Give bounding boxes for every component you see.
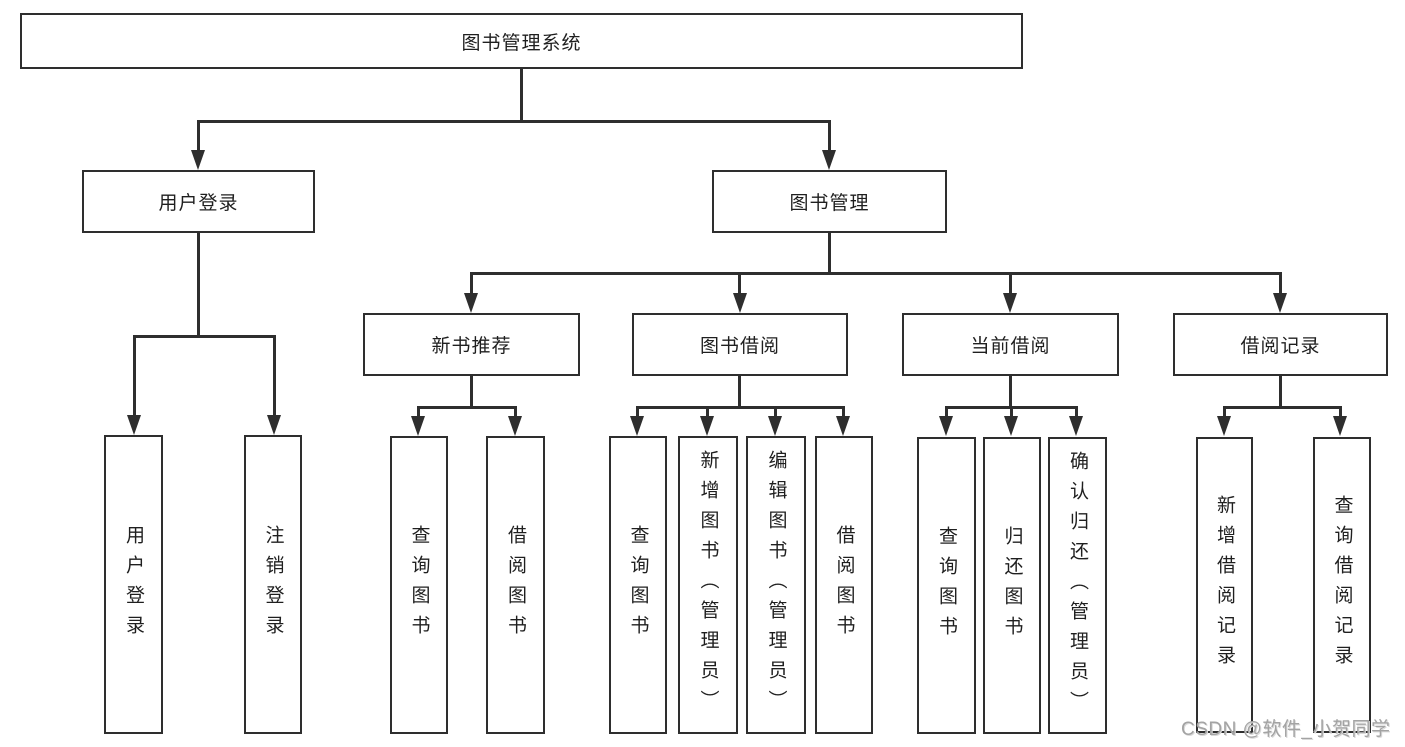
connector-secA-drop-2	[514, 406, 517, 419]
connector-root-left-drop	[197, 120, 200, 153]
connector-bookmgmt-stem	[828, 233, 831, 274]
node-current-borrow-label: 当前借阅	[970, 336, 1051, 357]
connector-secB-drop-2	[706, 406, 709, 419]
arrow-secA-1	[411, 416, 425, 436]
leaf-recommend-borrow-books-label: 借阅图书	[505, 525, 526, 645]
connector-secB-drop-3	[774, 406, 777, 419]
node-book-management: 图书管理	[712, 170, 947, 233]
leaf-borrow-books-label: 借阅图书	[833, 525, 855, 645]
leaf-query-borrow-record: 查询借阅记录	[1313, 437, 1371, 733]
leaf-add-books-admin-label: 新增图书（管理员）	[697, 450, 719, 720]
arrow-secC-1	[939, 416, 953, 436]
arrow-secB-4	[836, 416, 850, 436]
connector-secC-drop-2	[1010, 406, 1013, 419]
arrow-to-book-management	[822, 150, 836, 170]
connector-secC-stem	[1009, 376, 1012, 409]
connector-userlogin-drop-2	[273, 335, 276, 417]
arrow-to-book-borrow	[733, 293, 747, 313]
connector-root-hbar	[197, 120, 831, 123]
arrow-secA-2	[508, 416, 522, 436]
connector-bookmgmt-hbar	[470, 272, 1281, 275]
node-new-book-recommend-label: 新书推荐	[431, 336, 512, 357]
arrow-to-borrow-records	[1273, 293, 1287, 313]
arrow-secB-3	[768, 416, 782, 436]
leaf-add-books-admin: 新增图书（管理员）	[678, 436, 738, 734]
node-book-borrow: 图书借阅	[632, 313, 848, 376]
connector-secB-drop-4	[842, 406, 845, 419]
connector-userlogin-drop-1	[133, 335, 136, 417]
connector-root-stem	[520, 69, 523, 122]
node-user-login-label: 用户登录	[158, 193, 239, 214]
leaf-edit-books-admin-label: 编辑图书（管理员）	[765, 450, 787, 720]
leaf-recommend-query-books: 查询图书	[390, 436, 448, 734]
leaf-add-borrow-record-label: 新增借阅记录	[1214, 495, 1235, 675]
arrow-secC-2	[1004, 416, 1018, 436]
connector-secD-stem	[1279, 376, 1282, 409]
connector-bookmgmt-drop-4	[1279, 272, 1282, 296]
leaf-borrow-books: 借阅图书	[815, 436, 873, 734]
connector-secB-drop-1	[636, 406, 639, 419]
leaf-confirm-return-admin-label: 确认归还（管理员）	[1067, 450, 1088, 721]
node-current-borrow: 当前借阅	[902, 313, 1119, 376]
node-borrow-records: 借阅记录	[1173, 313, 1388, 376]
connector-root-right-drop	[828, 120, 831, 153]
connector-bookmgmt-drop-2	[738, 272, 741, 296]
connector-secB-hbar	[636, 406, 845, 409]
leaf-borrow-query-books-label: 查询图书	[627, 525, 649, 645]
arrow-to-user-login	[191, 150, 205, 170]
leaf-return-books-label: 归还图书	[1001, 525, 1023, 646]
connector-secA-stem	[470, 376, 473, 409]
arrow-to-new-book-recommend	[464, 293, 478, 313]
leaf-recommend-query-books-label: 查询图书	[408, 525, 430, 645]
leaf-query-borrow-record-label: 查询借阅记录	[1331, 495, 1353, 675]
node-user-login: 用户登录	[82, 170, 315, 233]
arrow-to-current-borrow	[1003, 293, 1017, 313]
connector-bookmgmt-drop-1	[470, 272, 473, 296]
node-book-borrow-label: 图书借阅	[699, 336, 780, 357]
arrow-to-leaf-logout	[267, 415, 281, 435]
leaf-user-login-label: 用户登录	[123, 524, 144, 645]
leaf-add-borrow-record: 新增借阅记录	[1196, 437, 1253, 733]
arrow-secD-2	[1333, 416, 1347, 436]
connector-secA-hbar	[417, 406, 517, 409]
leaf-logout-label: 注销登录	[262, 524, 284, 645]
arrow-secB-2	[700, 416, 714, 436]
leaf-logout: 注销登录	[244, 435, 302, 734]
arrow-to-leaf-user-login	[127, 415, 141, 435]
leaf-current-query-books: 查询图书	[917, 437, 976, 734]
connector-secC-drop-3	[1075, 406, 1078, 419]
connector-secD-drop-1	[1223, 406, 1226, 419]
node-borrow-records-label: 借阅记录	[1240, 336, 1321, 357]
connector-secD-drop-2	[1339, 406, 1342, 419]
leaf-return-books: 归还图书	[983, 437, 1041, 734]
leaf-current-query-books-label: 查询图书	[936, 525, 957, 646]
leaf-borrow-query-books: 查询图书	[609, 436, 667, 734]
node-book-management-label: 图书管理	[789, 193, 870, 214]
leaf-recommend-borrow-books: 借阅图书	[486, 436, 545, 734]
node-new-book-recommend: 新书推荐	[363, 313, 580, 376]
connector-userlogin-hbar	[133, 335, 276, 338]
connector-bookmgmt-drop-3	[1009, 272, 1012, 296]
arrow-secD-1	[1217, 416, 1231, 436]
leaf-user-login: 用户登录	[104, 435, 163, 734]
leaf-edit-books-admin: 编辑图书（管理员）	[746, 436, 806, 734]
connector-secC-drop-1	[945, 406, 948, 419]
node-root: 图书管理系统	[20, 13, 1023, 69]
connector-userlogin-stem	[197, 233, 200, 338]
node-root-label: 图书管理系统	[461, 32, 582, 54]
leaf-confirm-return-admin: 确认归还（管理员）	[1048, 437, 1107, 734]
arrow-secC-3	[1069, 416, 1083, 436]
csdn-watermark: CSDN @软件_小贺同学	[1181, 719, 1391, 740]
connector-secD-hbar	[1223, 406, 1342, 409]
connector-secA-drop-1	[417, 406, 420, 419]
connector-secB-stem	[738, 376, 741, 409]
arrow-secB-1	[630, 416, 644, 436]
